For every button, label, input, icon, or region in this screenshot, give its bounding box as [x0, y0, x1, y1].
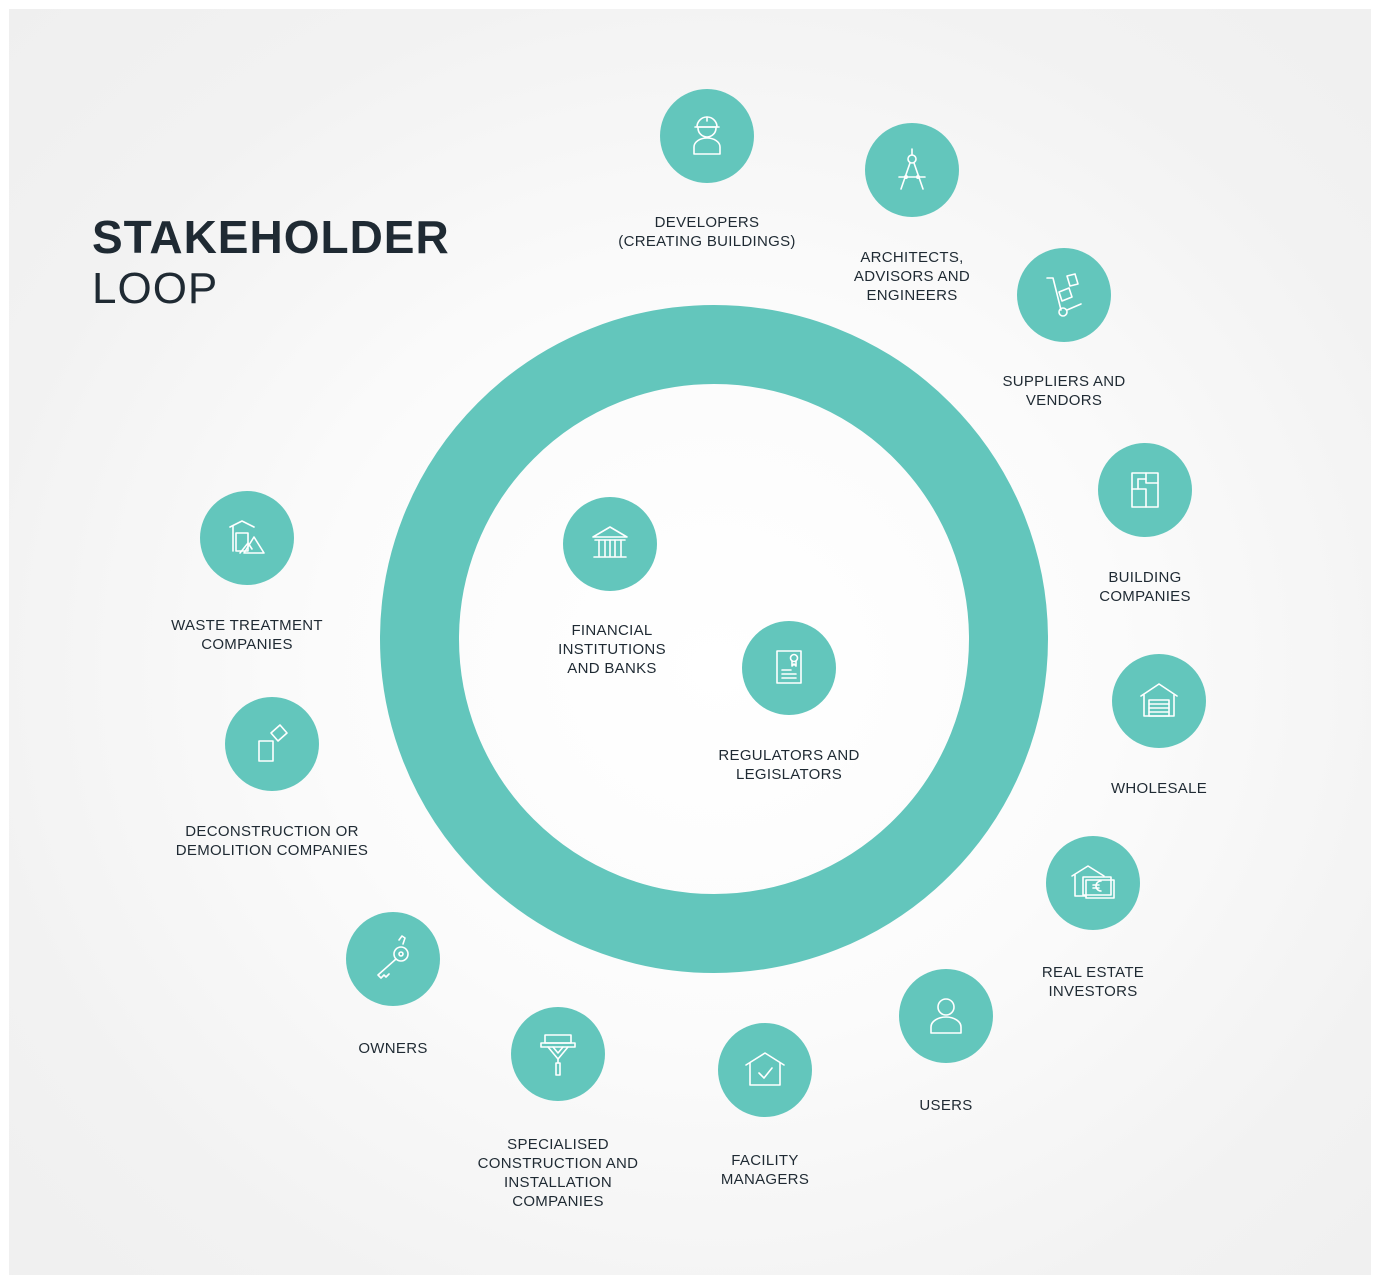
waste-pile-icon — [229, 520, 265, 554]
diagram-title: STAKEHOLDER LOOP — [92, 212, 450, 313]
label-real-estate-investors: REAL ESTATE INVESTORS — [1041, 964, 1145, 1000]
financial-institutions-node[interactable] — [563, 497, 657, 591]
label-users: USERS — [919, 1097, 973, 1114]
falling-blocks-icon — [258, 724, 288, 762]
architects-node[interactable] — [865, 123, 959, 217]
label-wholesale: WHOLESALE — [1110, 780, 1208, 797]
warehouse-icon — [1140, 683, 1178, 717]
house-check-icon — [745, 1052, 785, 1086]
user-icon — [930, 998, 962, 1034]
developers-node[interactable] — [660, 89, 754, 183]
real-estate-investors-node[interactable] — [1046, 836, 1140, 930]
suppliers-node[interactable] — [1017, 248, 1111, 342]
label-suppliers: SUPPLIERS AND VENDORS — [1002, 373, 1126, 409]
label-financial-institutions: FINANCIAL INSTITUTIONS AND BANKS — [558, 622, 666, 677]
owners-node[interactable] — [346, 912, 440, 1006]
label-regulators: REGULATORS AND LEGISLATORS — [718, 747, 860, 783]
label-waste-treatment: WASTE TREATMENT COMPANIES — [171, 617, 323, 653]
construction-worker-icon — [693, 116, 721, 155]
building-companies-node[interactable] — [1098, 443, 1192, 537]
regulators-node[interactable] — [742, 621, 836, 715]
waste-treatment-node[interactable] — [200, 491, 294, 585]
bank-icon — [592, 526, 628, 558]
label-facility-managers: FACILITY MANAGERS — [720, 1152, 810, 1188]
title-line-2: LOOP — [92, 263, 219, 313]
house-money-icon — [1071, 865, 1115, 899]
drafting-compass-icon — [898, 148, 926, 190]
label-specialised-construction: SPECIALISED CONSTRUCTION AND INSTALLATIO… — [477, 1136, 639, 1210]
label-developers: DEVELOPERS (CREATING BUILDINGS) — [618, 214, 796, 250]
label-owners: OWNERS — [358, 1040, 428, 1057]
label-deconstruction: DECONSTRUCTION OR DEMOLITION COMPANIES — [175, 823, 369, 859]
facility-managers-node[interactable] — [718, 1023, 812, 1117]
label-building-companies: BUILDING COMPANIES — [1099, 569, 1191, 605]
deconstruction-node[interactable] — [225, 697, 319, 791]
wholesale-node[interactable] — [1112, 654, 1206, 748]
certificate-icon — [776, 650, 802, 684]
paint-roller-icon — [540, 1034, 576, 1076]
label-architects: ARCHITECTS, ADVISORS AND ENGINEERS — [853, 249, 971, 304]
key-icon — [377, 935, 409, 979]
title-line-1: STAKEHOLDER — [92, 211, 450, 263]
users-node[interactable] — [899, 969, 993, 1063]
hand-truck-icon — [1046, 273, 1082, 317]
floor-plan-icon — [1131, 472, 1159, 508]
specialised-construction-node[interactable] — [511, 1007, 605, 1101]
